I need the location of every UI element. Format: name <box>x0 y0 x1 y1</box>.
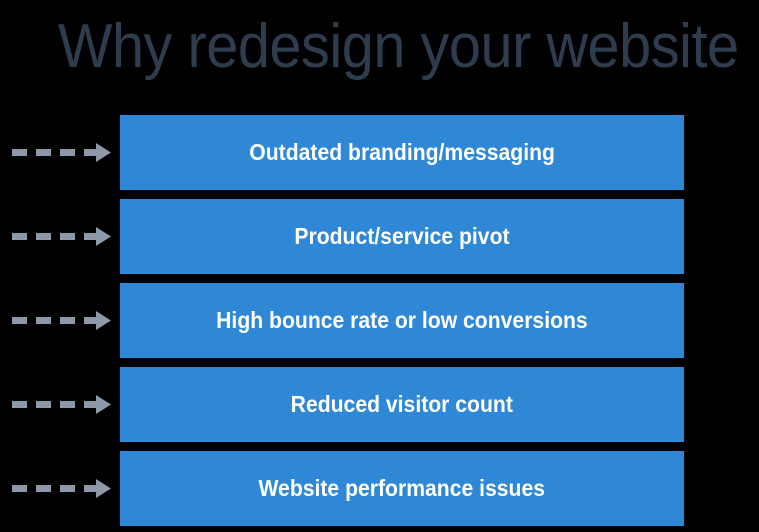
dashed-arrow-right-icon <box>10 451 112 526</box>
reason-bar-label: High bounce rate or low conversions <box>216 307 588 333</box>
dashed-arrow-right-icon <box>10 367 112 442</box>
reason-bar-label: Product/service pivot <box>294 223 510 249</box>
reason-bar[interactable]: Outdated branding/messaging <box>120 115 684 190</box>
reason-bar[interactable]: High bounce rate or low conversions <box>120 283 684 358</box>
reason-bar-label: Reduced visitor count <box>290 391 514 417</box>
reason-bar[interactable]: Reduced visitor count <box>120 367 684 442</box>
dashed-arrow-right-icon <box>10 283 112 358</box>
reason-bar[interactable]: Product/service pivot <box>120 199 684 274</box>
list-item: Website performance issues <box>0 451 759 526</box>
dashed-arrow-right-icon <box>10 115 112 190</box>
list-item: Reduced visitor count <box>0 367 759 442</box>
dashed-arrow-right-icon <box>10 199 112 274</box>
reason-bar-label: Website performance issues <box>258 475 546 501</box>
list-item: High bounce rate or low conversions <box>0 283 759 358</box>
list-item: Product/service pivot <box>0 199 759 274</box>
page-title: Why redesign your website <box>58 12 739 81</box>
list-item: Outdated branding/messaging <box>0 115 759 190</box>
reason-bar-label: Outdated branding/messaging <box>249 139 555 165</box>
reason-bar[interactable]: Website performance issues <box>120 451 684 526</box>
